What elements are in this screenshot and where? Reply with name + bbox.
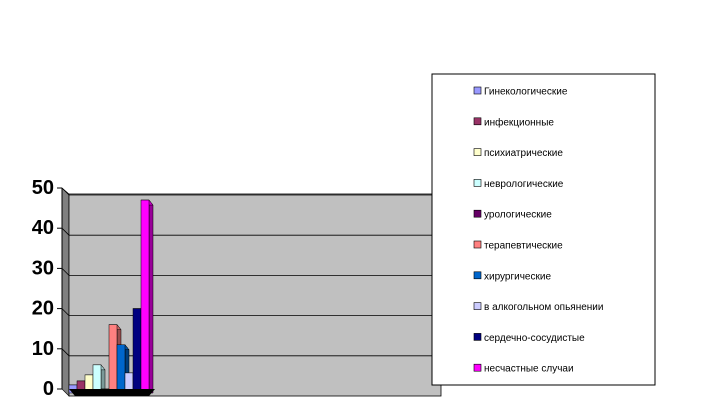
legend-item: несчастные случаи <box>473 363 574 375</box>
gridline-diag <box>61 227 70 236</box>
legend-swatch <box>473 179 482 187</box>
legend-item: хирургические <box>473 271 551 282</box>
gridline-diag <box>61 187 70 196</box>
bar-front <box>92 364 102 394</box>
legend-item: терапевтические <box>473 240 563 252</box>
bar-front <box>108 324 118 394</box>
plot-side-wall <box>61 187 70 397</box>
y-tick-label: 50 <box>32 177 54 199</box>
legend-label: несчастные случаи <box>484 364 574 375</box>
plot-floor <box>69 389 155 396</box>
legend-item: психиатрические <box>473 148 563 159</box>
legend-label: урологические <box>484 210 552 221</box>
y-tick-label: 40 <box>32 217 54 239</box>
bar-4 <box>92 364 106 394</box>
gridline-diag <box>61 308 70 316</box>
bar-front <box>116 344 126 394</box>
legend-swatch <box>473 148 482 156</box>
legend-label: неврологические <box>484 179 564 190</box>
y-axis-ticks: 0 10 20 30 40 50 <box>32 177 62 400</box>
gridline-diag <box>61 348 70 357</box>
legend-item: сердечно-сосудистые <box>473 333 585 344</box>
y-tick-label: 30 <box>32 257 54 279</box>
legend-label: терапевтические <box>484 241 563 252</box>
legend-item: Гинекологические <box>473 86 568 98</box>
bar-front <box>140 199 150 394</box>
legend-label: хирургические <box>484 271 551 282</box>
y-tick-label: 10 <box>32 338 54 360</box>
legend-swatch <box>473 302 482 310</box>
legend-swatch <box>473 209 482 218</box>
y-tick-label: 20 <box>32 298 54 320</box>
legend-swatch <box>473 86 482 95</box>
legend-label: в алкогольном опьянении <box>484 302 603 313</box>
legend-label: инфекционные <box>484 116 554 128</box>
bar-side <box>148 199 154 394</box>
legend-swatch <box>473 117 482 126</box>
bars <box>68 199 154 395</box>
legend-label: сердечно-сосудистые <box>484 333 585 344</box>
legend-swatch <box>473 333 482 341</box>
legend-item: урологические <box>473 209 552 221</box>
gridline-diag <box>61 268 70 276</box>
legend-label: Гинекологические <box>484 87 568 98</box>
legend: Гинекологические инфекционные психиатричес… <box>473 86 603 375</box>
legend-swatch <box>473 363 482 372</box>
legend-item: в алкогольном опьянении <box>473 302 603 313</box>
gridlines <box>61 187 432 357</box>
y-tick-label: 0 <box>43 378 54 400</box>
plot-back-wall <box>68 193 442 397</box>
legend-box <box>431 73 656 386</box>
legend-swatch <box>473 240 482 249</box>
bar-10 <box>140 199 154 394</box>
legend-label: психиатрические <box>484 148 563 159</box>
legend-item: инфекционные <box>473 116 554 128</box>
bar-front <box>132 308 142 394</box>
legend-swatch <box>473 271 482 280</box>
legend-item: неврологические <box>473 179 564 190</box>
